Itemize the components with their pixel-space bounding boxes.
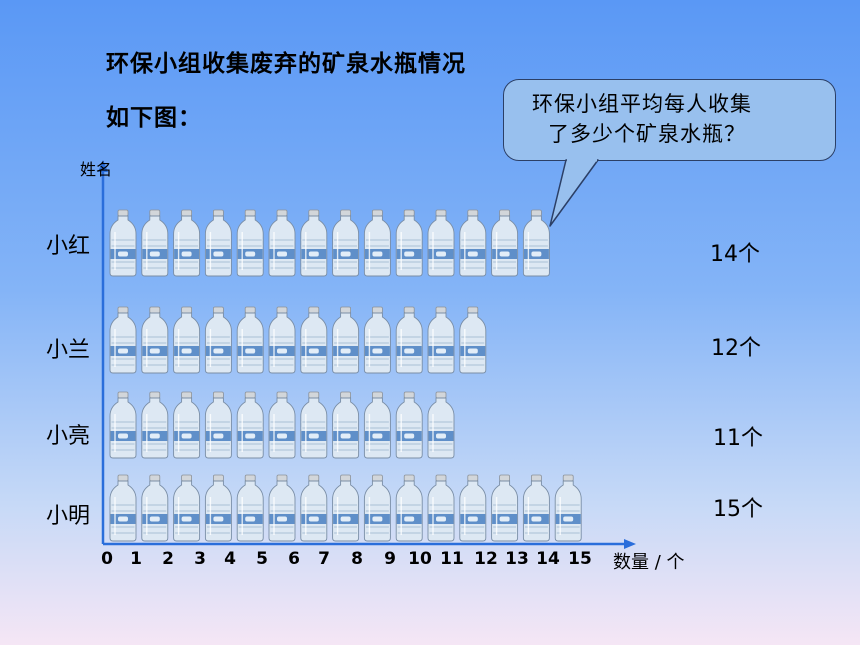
bar-小红	[109, 209, 550, 277]
bottle-icon	[173, 209, 201, 277]
x-tick-label: 11	[440, 549, 464, 569]
chart-title-line-1: 环保小组收集废弃的矿泉水瓶情况	[106, 51, 466, 77]
bottle-icon	[491, 209, 519, 277]
x-tick-label: 8	[351, 549, 363, 569]
bottle-icon	[363, 306, 391, 374]
bottle-icon	[395, 391, 423, 459]
x-tick-label: 5	[256, 549, 268, 569]
y-axis-label: 姓名	[80, 160, 113, 179]
x-tick-label: 0	[101, 549, 113, 569]
bottle-icon	[332, 209, 360, 277]
category-label: 小亮	[46, 424, 91, 449]
bottle-icon	[236, 474, 264, 542]
x-axis-label: 数量 / 个	[613, 552, 685, 573]
bottle-icon	[173, 391, 201, 459]
bottle-icon	[459, 306, 487, 374]
x-tick-label: 13	[505, 549, 529, 569]
bottle-icon	[204, 474, 232, 542]
bottle-icon	[204, 391, 232, 459]
x-tick-label: 3	[194, 549, 206, 569]
bottle-icon	[109, 391, 137, 459]
bottle-icon	[427, 391, 455, 459]
bottle-icon	[459, 209, 487, 277]
bottle-icon	[522, 474, 550, 542]
bottle-icon	[300, 474, 328, 542]
bottle-icon	[173, 474, 201, 542]
bottle-icon	[109, 306, 137, 374]
bottle-icon	[236, 209, 264, 277]
bottle-icon	[236, 306, 264, 374]
value-label: 11个	[713, 426, 763, 451]
value-label: 14个	[710, 242, 760, 267]
bar-小亮	[109, 391, 455, 459]
bottle-icon	[236, 391, 264, 459]
x-tick-label: 12	[474, 549, 498, 569]
x-axis-arrow	[624, 539, 636, 549]
bottle-icon	[109, 474, 137, 542]
bottle-icon	[522, 209, 550, 277]
bottle-icon	[109, 209, 137, 277]
x-tick-label: 4	[224, 549, 236, 569]
category-label: 小明	[46, 504, 91, 529]
bottle-icon	[173, 306, 201, 374]
category-label: 小红	[46, 234, 91, 259]
bottle-icon	[395, 306, 423, 374]
bottle-icon	[363, 209, 391, 277]
x-tick-label: 1	[130, 549, 142, 569]
bottle-icon	[427, 474, 455, 542]
x-tick-label: 14	[536, 549, 560, 569]
bottle-icon	[204, 306, 232, 374]
bottle-icon	[268, 306, 296, 374]
speech-bubble-line-1: 环保小组平均每人收集	[532, 92, 752, 116]
value-label: 12个	[711, 336, 761, 361]
bottle-icon	[268, 474, 296, 542]
bottle-icon	[332, 391, 360, 459]
x-tick-label: 7	[318, 549, 330, 569]
bottle-icon	[363, 474, 391, 542]
bottle-icon	[363, 391, 391, 459]
bottle-icon	[459, 474, 487, 542]
x-tick-label: 15	[568, 549, 592, 569]
bottle-icon	[204, 209, 232, 277]
bottle-icon	[300, 209, 328, 277]
x-tick-label: 2	[162, 549, 174, 569]
bottle-icon	[332, 306, 360, 374]
speech-bubble-line-2: 了多少个矿泉水瓶？	[548, 122, 746, 146]
bottle-icon	[300, 306, 328, 374]
bottle-icon	[427, 209, 455, 277]
speech-bubble: 环保小组平均每人收集 了多少个矿泉水瓶？	[503, 79, 836, 161]
bottle-icon	[141, 391, 169, 459]
bottle-icon	[141, 209, 169, 277]
bar-小明	[109, 474, 582, 542]
value-label: 15个	[713, 497, 763, 522]
x-tick-label: 6	[288, 549, 300, 569]
chart-title-line-2: 如下图：	[106, 105, 202, 131]
bottle-icon	[427, 306, 455, 374]
y-axis-arrow	[98, 160, 108, 172]
bottle-icon	[491, 474, 519, 542]
bottle-icon	[395, 474, 423, 542]
bottle-icon	[332, 474, 360, 542]
bottle-icon	[268, 209, 296, 277]
bottle-icon	[268, 391, 296, 459]
x-tick-label: 9	[384, 549, 396, 569]
category-label: 小兰	[46, 338, 91, 363]
bar-小兰	[109, 306, 487, 374]
bottle-icon	[300, 391, 328, 459]
bottle-icon	[395, 209, 423, 277]
bottle-icon	[554, 474, 582, 542]
bottle-icon	[141, 474, 169, 542]
bottle-icon	[141, 306, 169, 374]
x-tick-label: 10	[408, 549, 432, 569]
